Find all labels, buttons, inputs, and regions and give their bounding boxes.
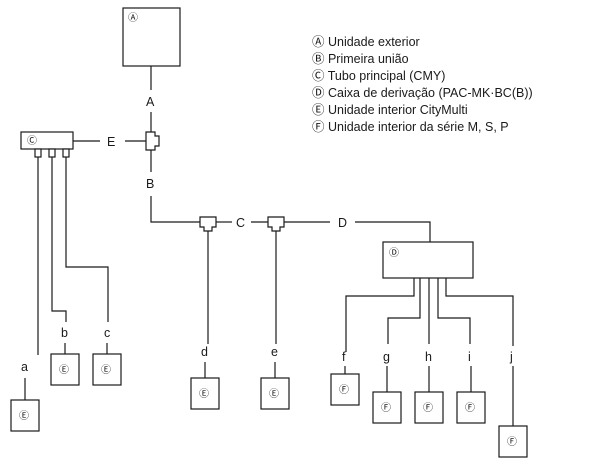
indoor-unit-symbol: Ⓕ — [507, 436, 517, 448]
pipe-label-a: a — [21, 360, 28, 374]
indoor-unit-symbol: Ⓕ — [423, 402, 433, 414]
branch-joint-3 — [267, 216, 285, 232]
indoor-unit-symbol: Ⓕ — [339, 384, 349, 396]
indoor-unit-msp-f: Ⓕ — [330, 373, 360, 406]
branch-joint-2 — [199, 216, 217, 232]
indoor-unit-msp-j: Ⓕ — [498, 425, 528, 458]
indoor-unit-symbol: Ⓕ — [465, 402, 475, 414]
branch-j-pipe — [445, 278, 514, 346]
legend: Ⓐ Unidade exterior Ⓑ Primeira união Ⓒ Tu… — [312, 35, 533, 134]
indoor-unit-symbol: Ⓔ — [19, 410, 29, 422]
legend-msp-unit: Ⓕ Unidade interior da série M, S, P — [312, 120, 509, 134]
indoor-unit-msp-h: Ⓕ — [414, 391, 444, 424]
pipe-b-lower — [150, 196, 200, 223]
legend-main-pipe: Ⓒ Tubo principal (CMY) — [312, 69, 445, 83]
branch-g-pipe — [387, 278, 421, 344]
legend-branch-box: Ⓓ Caixa de derivação (PAC-MK·BC(B)) — [312, 86, 533, 100]
legend-citymulti-unit: Ⓔ Unidade interior CityMulti — [312, 103, 468, 117]
pipe-d-right — [355, 221, 431, 242]
indoor-unit-msp-i: Ⓕ — [456, 391, 486, 424]
header-symbol: Ⓒ — [27, 135, 37, 147]
outdoor-unit-symbol: Ⓐ — [128, 12, 138, 24]
pipe-label-f: f — [342, 350, 346, 364]
pipe-label-C: C — [236, 216, 245, 230]
branch-i-pipe — [437, 278, 471, 344]
pipe-label-c: c — [104, 326, 110, 340]
legend-first-joint: Ⓑ Primeira união — [312, 52, 409, 66]
pipe-label-E: E — [107, 135, 115, 149]
indoor-unit-citymulti-b: Ⓔ — [50, 353, 80, 386]
branch-f-pipe — [345, 278, 415, 352]
branch-box: Ⓓ — [382, 241, 474, 279]
indoor-unit-symbol: Ⓔ — [269, 388, 279, 400]
branch-b-pipe — [51, 157, 67, 322]
indoor-unit-symbol: Ⓔ — [101, 364, 111, 376]
main-header-cmy: Ⓒ — [20, 131, 74, 158]
indoor-unit-citymulti-c: Ⓔ — [92, 353, 122, 386]
indoor-unit-symbol: Ⓔ — [199, 388, 209, 400]
pipe-label-D: D — [338, 216, 347, 230]
indoor-unit-symbol: Ⓕ — [381, 402, 391, 414]
pipe-label-e: e — [271, 345, 278, 359]
indoor-unit-citymulti-d: Ⓔ — [190, 377, 220, 410]
pipe-label-b: b — [61, 326, 68, 340]
indoor-unit-msp-g: Ⓕ — [372, 391, 402, 424]
indoor-unit-symbol: Ⓔ — [59, 364, 69, 376]
pipe-label-j: j — [509, 350, 513, 364]
pipe-label-g: g — [383, 350, 390, 364]
indoor-unit-citymulti-e: Ⓔ — [260, 377, 290, 410]
branch-c-pipe — [65, 157, 109, 322]
outdoor-unit: Ⓐ — [122, 7, 181, 67]
indoor-unit-citymulti-a: Ⓔ — [10, 399, 40, 432]
first-joint — [145, 131, 160, 151]
pipe-label-h: h — [425, 350, 432, 364]
pipe-label-A: A — [146, 95, 155, 109]
legend-outdoor-unit: Ⓐ Unidade exterior — [312, 35, 420, 49]
pipe-label-d: d — [201, 345, 208, 359]
branch-box-symbol: Ⓓ — [389, 247, 399, 259]
pipe-label-i: i — [468, 350, 471, 364]
pipe-label-B: B — [146, 177, 154, 191]
